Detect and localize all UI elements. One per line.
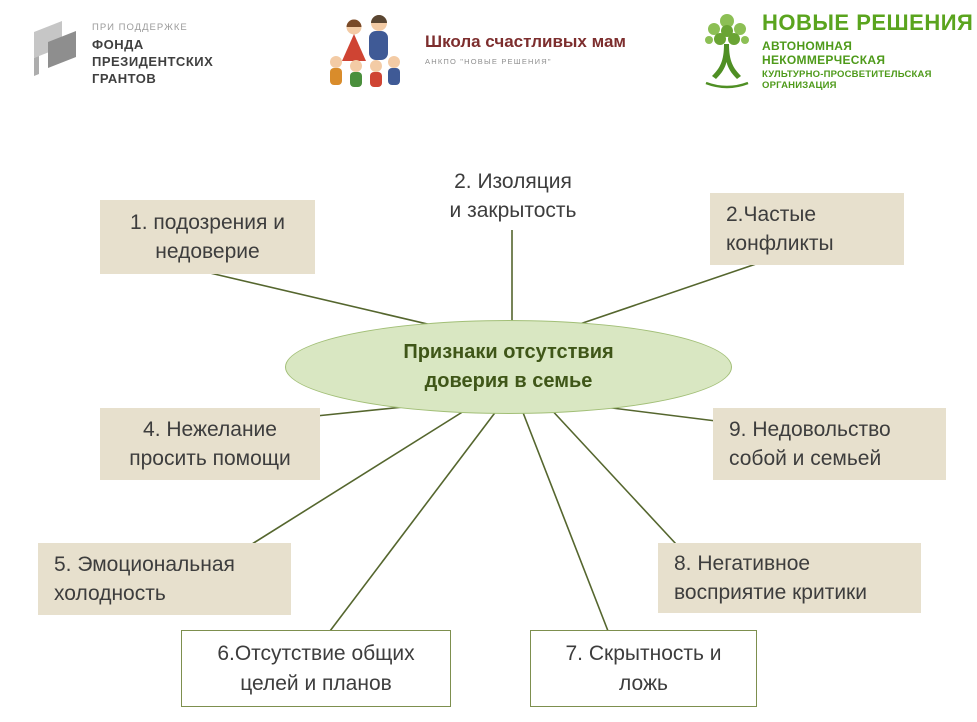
- school-subtitle: АНКПО "НОВЫЕ РЕШЕНИЯ": [425, 57, 552, 66]
- node-unwilling-to-ask-help: 4. Нежелание просить помощи: [100, 408, 320, 480]
- org-logo: НОВЫЕ РЕШЕНИЯ АВТОНОМНАЯ НЕКОММЕРЧЕСКАЯ …: [700, 6, 977, 95]
- presidential-grants-text: ПРИ ПОДДЕРЖКЕ ФОНДА ПРЕЗИДЕНТСКИХ ГРАНТО…: [92, 22, 213, 93]
- school-text: Школа счастливых мам АНКПО "НОВЫЕ РЕШЕНИ…: [425, 32, 626, 66]
- node-dissatisfaction-self-family: 9. Недовольство собой и семьей: [713, 408, 946, 480]
- presidential-grants-flag-icon: [28, 16, 84, 93]
- school-logo: Школа счастливых мам АНКПО "НОВЫЕ РЕШЕНИ…: [323, 10, 626, 97]
- node-no-common-goals: 6.Отсутствие общих целей и планов: [181, 630, 451, 707]
- node-negative-perception-criticism: 8. Негативное восприятие критики: [658, 543, 921, 613]
- node-suspicion-distrust: 1. подозрения и недоверие: [100, 200, 315, 274]
- node-secrecy-lies: 7. Скрытность и ложь: [530, 630, 757, 707]
- org-subtitle-line2: КУЛЬТУРНО-ПРОСВЕТИТЕЛЬСКАЯ ОРГАНИЗАЦИЯ: [762, 69, 932, 91]
- org-subtitle-line1: АВТОНОМНАЯ НЕКОММЕРЧЕСКАЯ: [762, 39, 886, 67]
- node-emotional-coldness: 5. Эмоциональная холодность: [38, 543, 291, 615]
- tree-icon: [700, 6, 754, 95]
- family-icon: [323, 10, 411, 97]
- org-title: НОВЫЕ РЕШЕНИЯ: [762, 10, 974, 35]
- grants-fund-name: ФОНДА ПРЕЗИДЕНТСКИХ ГРАНТОВ: [92, 37, 214, 86]
- presidential-grants-logo: ПРИ ПОДДЕРЖКЕ ФОНДА ПРЕЗИДЕНТСКИХ ГРАНТО…: [28, 16, 213, 93]
- node-frequent-conflicts: 2.Частые конфликты: [710, 193, 904, 265]
- logo-strip: ПРИ ПОДДЕРЖКЕ ФОНДА ПРЕЗИДЕНТСКИХ ГРАНТО…: [0, 0, 977, 112]
- org-text: НОВЫЕ РЕШЕНИЯ АВТОНОМНАЯ НЕКОММЕРЧЕСКАЯ …: [762, 10, 977, 91]
- school-title: Школа счастливых мам: [425, 32, 626, 51]
- node-isolation-closedness: 2. Изоляция и закрытость: [424, 162, 602, 230]
- diagram-center-ellipse: Признаки отсутствия доверия в семье: [285, 320, 732, 414]
- grants-support-line: ПРИ ПОДДЕРЖКЕ: [92, 22, 188, 33]
